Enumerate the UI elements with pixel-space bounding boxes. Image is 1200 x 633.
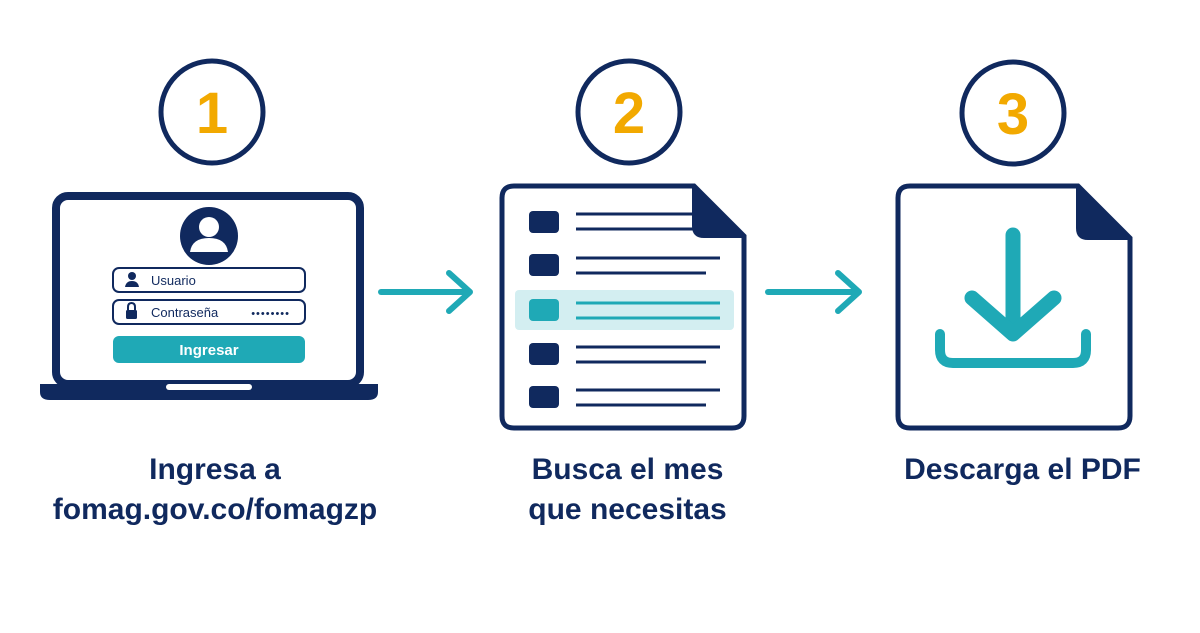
step-2-circle (575, 58, 683, 166)
download-tray-icon (935, 329, 1091, 368)
step-2-caption-line1: Busca el mes (531, 453, 724, 486)
step-1-circle (158, 58, 266, 166)
step-3-badge: 3 (959, 59, 1067, 167)
laptop-login-icon: Usuario Contraseña •••••••• Ingresar (40, 192, 378, 400)
password-label: Contraseña (151, 305, 219, 320)
laptop-base (40, 384, 378, 400)
laptop-notch (166, 384, 252, 390)
password-field: Contraseña •••••••• (112, 299, 306, 325)
step-1-number: 1 (196, 81, 228, 146)
document-fold (692, 186, 744, 238)
arrow-right-icon-1 (378, 270, 473, 314)
step-1-caption-line1: Ingresa a (149, 453, 281, 486)
user-icon (125, 272, 139, 287)
list-row-2 (529, 254, 720, 276)
lock-icon (126, 301, 137, 319)
username-field: Usuario (112, 267, 306, 293)
download-document-icon (895, 183, 1133, 431)
step-3-caption: Descarga el PDF (870, 450, 1175, 490)
step-1-caption: Ingresa a fomag.gov.co/fomagzp (40, 450, 390, 530)
pdf-page-fold (1076, 186, 1130, 240)
avatar-icon (180, 207, 238, 265)
password-mask: •••••••• (251, 308, 290, 320)
step-3-circle (959, 59, 1067, 167)
download-arrow-icon (935, 227, 1091, 368)
login-button: Ingresar (113, 336, 305, 363)
list-row-4 (529, 343, 720, 365)
username-label: Usuario (151, 273, 196, 288)
step-2-caption-line2: que necesitas (528, 493, 727, 526)
step-1-caption-line2: fomag.gov.co/fomagzp (52, 493, 378, 526)
arrow-right-icon-2 (765, 270, 862, 314)
step-1-badge: 1 (158, 58, 266, 166)
document-list-icon (499, 183, 747, 431)
step-3-number: 3 (997, 82, 1029, 147)
list-row-3-highlighted (515, 290, 734, 330)
list-row-1 (529, 211, 720, 233)
step-2-badge: 2 (575, 58, 683, 166)
step-2-caption: Busca el mes que necesitas (485, 450, 770, 530)
list-row-5 (529, 386, 720, 408)
login-button-label: Ingresar (179, 342, 238, 359)
step-3-caption-line1: Descarga el PDF (904, 453, 1141, 486)
step-2-number: 2 (613, 81, 645, 146)
